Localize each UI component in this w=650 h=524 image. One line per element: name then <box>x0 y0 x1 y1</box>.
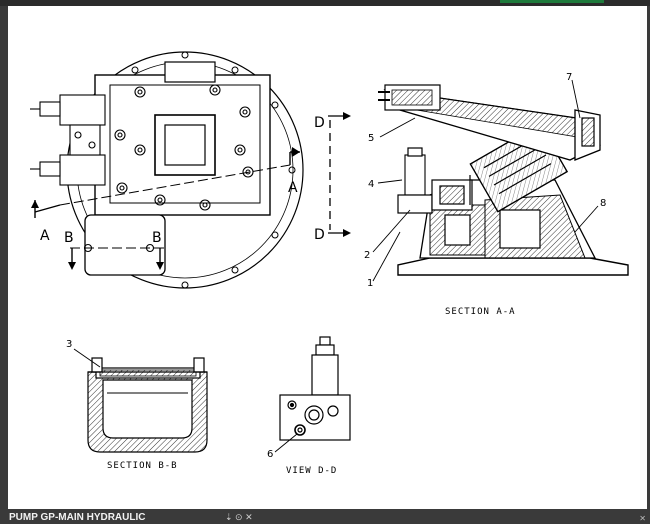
section-line-aa <box>59 164 291 206</box>
body-bolts <box>114 84 254 211</box>
footer-toolbar-icons: ⇣ ⊙ ✕ <box>225 512 253 522</box>
top-accent-strip <box>500 0 604 3</box>
section-mark-a-right: A <box>288 180 298 196</box>
callout-8: 8 <box>600 198 606 209</box>
callout-7: 7 <box>566 72 572 83</box>
title-section-bb: SECTION B-B <box>107 461 178 471</box>
diagram-canvas: A A B B D D <box>8 6 647 509</box>
title-view-dd: VIEW D-D <box>286 466 337 476</box>
section-mark-b-left: B <box>64 230 74 246</box>
callout-5: 5 <box>368 133 374 144</box>
callout-6: 6 <box>267 449 273 460</box>
section-mark-d-bottom: D <box>314 227 325 243</box>
callout-2: 2 <box>364 250 370 261</box>
section-aa-leaders <box>372 79 599 282</box>
lower-housing <box>84 214 166 276</box>
view-line-dd <box>328 112 351 237</box>
callout-3: 3 <box>66 339 72 350</box>
section-mark-a-left: A <box>40 228 50 244</box>
title-section-aa: SECTION A-A <box>445 307 516 317</box>
hydraulic-pump-drawing: A A B B D D <box>30 51 629 476</box>
front-view <box>30 51 304 289</box>
left-valve-assembly <box>30 94 106 186</box>
window-top-bar <box>0 0 650 6</box>
view-dd <box>279 336 351 441</box>
leader-3 <box>73 348 101 368</box>
callout-1: 1 <box>367 278 373 289</box>
callout-4: 4 <box>368 179 374 190</box>
section-aa-view <box>378 84 629 276</box>
section-mark-b-right: B <box>152 230 162 246</box>
section-bb-view <box>87 357 208 453</box>
leader-6 <box>274 433 298 453</box>
close-icon[interactable]: ✕ <box>639 514 646 523</box>
section-mark-d-top: D <box>314 115 325 131</box>
figure-caption: PUMP GP-MAIN HYDRAULIC <box>9 512 146 523</box>
